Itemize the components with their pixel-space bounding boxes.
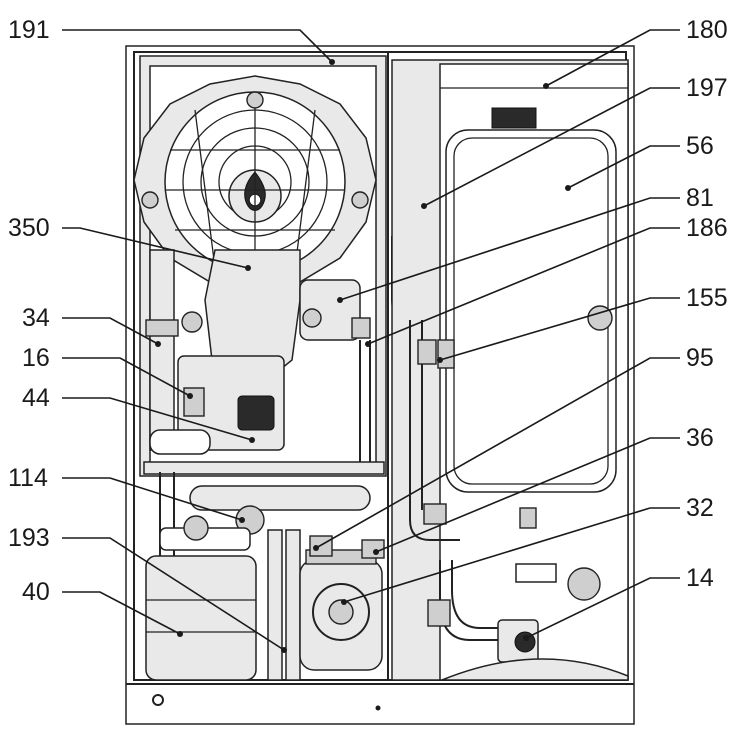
fan-assembly [133,75,377,293]
callout-350: 350 [8,214,50,242]
callout-56: 56 [686,132,714,160]
callout-40: 40 [22,578,50,606]
return-pipe [189,485,371,511]
callout-44: 44 [22,384,50,412]
flow-switch [497,567,601,663]
callout-155: 155 [686,284,728,312]
callout-36: 36 [686,424,714,452]
callout-14: 14 [686,564,714,592]
callout-81: 81 [686,184,714,212]
callout-16: 16 [22,344,50,372]
callout-34: 34 [22,304,50,332]
callout-186: 186 [686,214,728,242]
leader-lines [62,29,680,653]
callout-197: 197 [686,74,728,102]
callout-191: 191 [8,16,50,44]
callout-labels: 191 180 197 56 81 350 186 34 155 16 95 4… [8,16,728,606]
circulation-pump [299,549,383,671]
callout-180: 180 [686,16,728,44]
callout-114: 114 [8,464,48,492]
callout-95: 95 [686,344,714,372]
boiler-illustration [125,45,635,725]
callout-193: 193 [8,524,50,552]
expansion-vessel [145,555,257,681]
callout-32: 32 [686,494,714,522]
